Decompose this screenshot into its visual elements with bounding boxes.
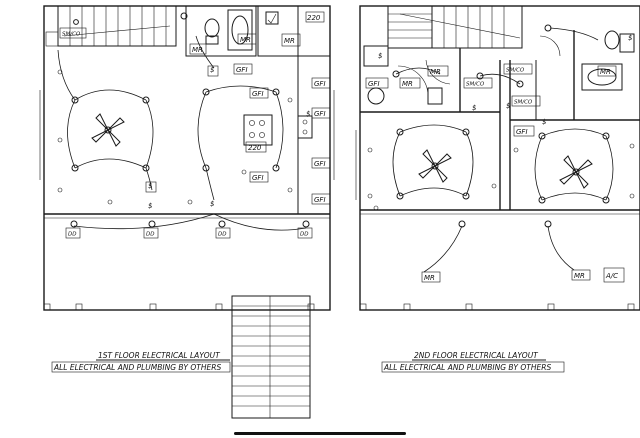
first-floor-title: 1ST FLOOR ELECTRICAL LAYOUT bbox=[98, 351, 221, 360]
first-floor-outer-wall bbox=[43, 5, 331, 311]
first-floor-mr-bath: MR bbox=[192, 46, 203, 54]
second-floor-light-fixtures bbox=[392, 24, 610, 228]
second-floor-mr-porch: MR bbox=[574, 272, 585, 280]
first-floor-note: ALL ELECTRICAL AND PLUMBING BY OTHERS bbox=[53, 363, 221, 372]
first-floor-gfi: GFI bbox=[236, 66, 248, 74]
first-floor-220-outlet: 220 bbox=[307, 14, 321, 22]
first-floor-gfi: GFI bbox=[314, 196, 326, 204]
second-floor-smoke-co-detector: SM/CO bbox=[466, 82, 485, 88]
first-floor-switch: $ bbox=[306, 110, 310, 118]
first-floor-front-steps bbox=[231, 295, 311, 419]
first-floor-outlets bbox=[57, 69, 293, 205]
second-floor-mr-bath: MR bbox=[402, 80, 413, 88]
first-floor-door-light: DD bbox=[146, 232, 154, 238]
first-floor-gfi: GFI bbox=[314, 160, 326, 168]
second-floor-smoke-co-detector: SM/CO bbox=[514, 100, 533, 106]
second-floor-outlets bbox=[367, 143, 635, 211]
first-floor-door-light: DD bbox=[68, 232, 76, 238]
first-floor-smoke-co-detector: SM/CO bbox=[62, 32, 81, 38]
first-floor-switch: $ bbox=[210, 66, 214, 74]
first-floor-plan: $ $ $ $ $ SM/CO MR MR MR GFI GFI GFI 220… bbox=[39, 5, 335, 419]
second-floor-switch: $ bbox=[378, 52, 382, 60]
first-floor-gfi: GFI bbox=[252, 90, 264, 98]
second-floor-title: 2ND FLOOR ELECTRICAL LAYOUT bbox=[414, 351, 539, 360]
second-floor-ceiling-fan-right bbox=[559, 155, 593, 189]
first-floor-mr-utility: MR bbox=[284, 37, 295, 45]
first-floor-stair bbox=[57, 5, 177, 47]
first-floor-switch: $ bbox=[210, 200, 214, 208]
second-floor-ac-unit: A/C bbox=[605, 272, 618, 280]
first-floor-gfi: GFI bbox=[252, 174, 264, 182]
second-floor-porch-posts bbox=[359, 303, 635, 311]
first-floor-switch: $ bbox=[148, 182, 152, 190]
first-floor-door-light: DD bbox=[300, 232, 308, 238]
second-floor-mr-hall: MR bbox=[430, 68, 441, 76]
second-floor-smoke-co-detector: SM/CO bbox=[506, 68, 525, 74]
second-floor-note: ALL ELECTRICAL AND PLUMBING BY OTHERS bbox=[383, 363, 551, 372]
first-floor-switch: $ bbox=[148, 202, 152, 210]
second-floor-switch: $ bbox=[628, 34, 632, 42]
first-floor-220-outlet: 220 bbox=[248, 144, 262, 152]
first-floor-door-light: DD bbox=[218, 232, 226, 238]
first-floor-mr-shower: MR bbox=[240, 36, 251, 44]
second-floor-plan: $ $ $ $ $ GFI MR MR SM/CO SM/CO SM/CO GF… bbox=[355, 5, 640, 373]
second-floor-gfi: GFI bbox=[516, 128, 528, 136]
first-floor-gfi: GFI bbox=[314, 80, 326, 88]
first-floor-gfi: GFI bbox=[314, 110, 326, 118]
second-floor-ceiling-fan-left bbox=[418, 149, 452, 183]
second-floor-gfi: GFI bbox=[368, 80, 380, 88]
first-floor-light-fixtures bbox=[70, 12, 310, 228]
second-floor-stair bbox=[387, 5, 523, 49]
first-floor-ceiling-fan bbox=[91, 113, 125, 147]
second-floor-mr-porch: MR bbox=[424, 274, 435, 282]
first-floor-porch-posts bbox=[43, 303, 315, 311]
second-floor-switch: $ bbox=[542, 118, 546, 126]
second-floor-mr-master-bath: MR bbox=[600, 68, 611, 76]
home-indicator-bar bbox=[234, 432, 406, 435]
second-floor-switch: $ bbox=[472, 104, 476, 112]
second-floor-switch: $ bbox=[506, 102, 510, 110]
